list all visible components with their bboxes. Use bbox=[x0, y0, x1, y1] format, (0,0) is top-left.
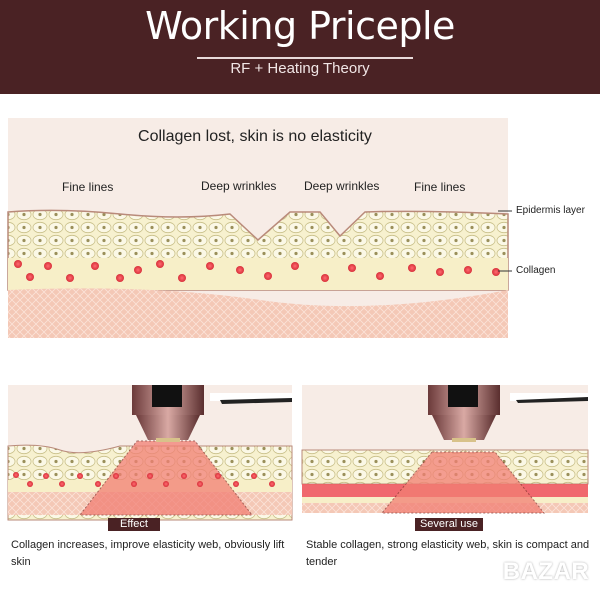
several-use-skin-diagram bbox=[301, 385, 589, 514]
watermark: BAZAR bbox=[502, 558, 590, 585]
divider bbox=[197, 57, 413, 59]
effect-tag: Effect bbox=[108, 518, 160, 531]
label-deep-wrinkles-right: Deep wrinkles bbox=[304, 179, 380, 193]
legend-epidermis: Epidermis layer bbox=[516, 205, 585, 216]
label-fine-lines-right: Fine lines bbox=[414, 180, 466, 194]
effect-skin-diagram bbox=[7, 385, 293, 521]
label-deep-wrinkles-left: Deep wrinkles bbox=[201, 179, 277, 193]
page-subtitle: RF + Heating Theory bbox=[230, 60, 370, 77]
effect-caption: Collagen increases, improve elasticity w… bbox=[11, 539, 285, 568]
top-skin-diagram bbox=[7, 118, 512, 338]
label-fine-lines-left: Fine lines bbox=[62, 180, 114, 194]
several-use-caption: Stable collagen, strong elasticity web, … bbox=[306, 539, 590, 568]
legend-collagen: Collagen bbox=[516, 265, 556, 276]
header-banner: Working Priceple RF + Heating Theory bbox=[0, 0, 600, 94]
several-use-tag: Several use bbox=[415, 518, 483, 531]
page-title: Working Priceple bbox=[145, 4, 455, 48]
top-diagram-title: Collagen lost, skin is no elasticity bbox=[138, 128, 372, 145]
